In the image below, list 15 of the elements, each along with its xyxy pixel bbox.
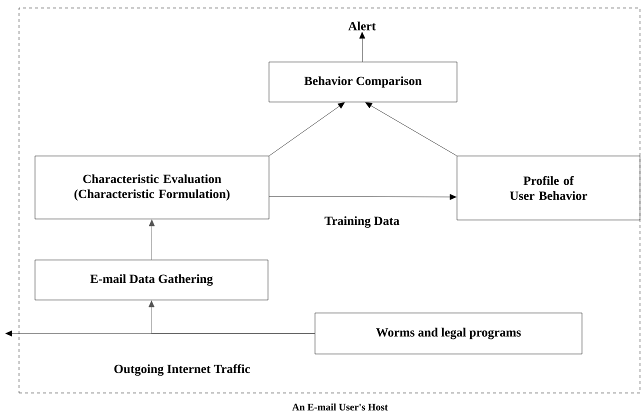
arrow bbox=[359, 32, 366, 62]
output-label: Alert bbox=[348, 22, 376, 30]
arrow bbox=[269, 102, 345, 156]
process-box: Characteristic Evaluation (Characteristic Formulation) bbox=[34, 156, 270, 220]
process-box: E-mail Data Gathering bbox=[34, 260, 268, 300]
edge-label: Outgoing Internet Traffic bbox=[112, 363, 252, 377]
process-box: Profile of User Behavior bbox=[456, 156, 640, 220]
arrow bbox=[5, 330, 315, 336]
process-box: Behavior Comparison bbox=[268, 62, 458, 102]
node-label: An E-mail User's Host bbox=[292, 403, 388, 410]
process-box: Worms and legal programs bbox=[314, 312, 582, 354]
arrow bbox=[365, 102, 457, 156]
edge-label: Training Data bbox=[323, 215, 401, 229]
arrow bbox=[148, 220, 155, 260]
arrow bbox=[269, 194, 456, 200]
